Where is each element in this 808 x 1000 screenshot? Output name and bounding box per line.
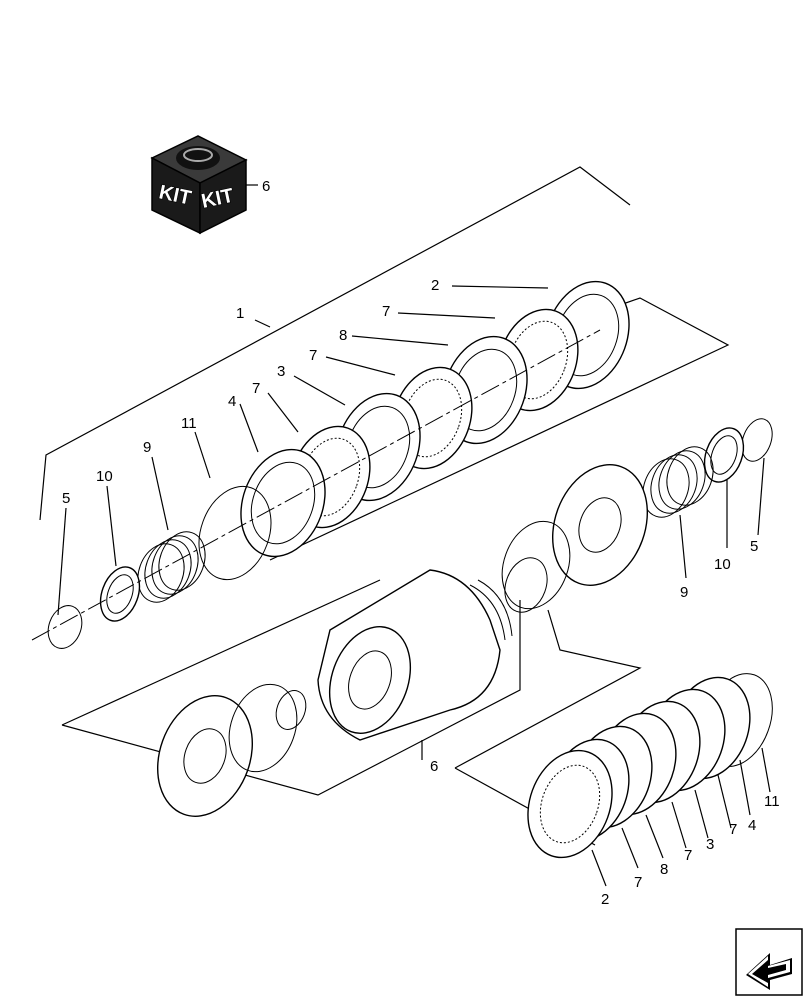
lower-left-piston xyxy=(156,683,307,817)
clutch-hub-housing xyxy=(317,569,513,741)
assembly-1-bracket xyxy=(39,166,631,521)
upper-friction-7c-label: 7 xyxy=(252,380,260,397)
upper-snap-ring-11-label: 11 xyxy=(181,415,197,432)
upper-plate-4-label: 4 xyxy=(228,393,236,410)
lower-plate-8-label: 8 xyxy=(660,861,668,878)
upper-friction-7a-label: 7 xyxy=(382,303,390,320)
lower-friction-7c-label: 7 xyxy=(634,874,642,891)
lower-plate-3-label: 3 xyxy=(706,836,714,853)
upper-spring-9-label: 9 xyxy=(143,439,151,456)
right-retaining-ring-5-label: 5 xyxy=(750,538,758,555)
upper-plate-8-label: 8 xyxy=(339,327,347,344)
assembly-6-label: 6 xyxy=(430,758,438,775)
right-spring-9-label: 9 xyxy=(680,584,688,601)
lower-friction-7b-label: 7 xyxy=(684,847,692,864)
lower-clutch-pack xyxy=(527,673,773,859)
right-side-parts xyxy=(501,418,773,613)
right-washer-10-label: 10 xyxy=(714,556,731,573)
lower-snap-ring-11-label: 11 xyxy=(764,793,780,810)
kit-box-icon: KIT KIT xyxy=(150,135,258,235)
upper-washer-10-label: 10 xyxy=(96,468,113,485)
lower-plate-2-label: 2 xyxy=(601,891,609,908)
upper-clutch-pack xyxy=(31,280,630,649)
upper-plate-2-label: 2 xyxy=(431,277,439,294)
upper-plate-3-label: 3 xyxy=(277,363,285,380)
lower-leader-lines xyxy=(591,747,771,887)
upper-stack-bracket xyxy=(269,297,730,561)
kit-box-right-text: KIT xyxy=(199,185,235,213)
kit-callout-label: 6 xyxy=(262,178,270,195)
assembly-1-label: 1 xyxy=(236,305,244,322)
upper-leader-lines xyxy=(57,285,549,616)
upper-friction-7b-label: 7 xyxy=(309,347,317,364)
next-page-arrow-icon[interactable] xyxy=(735,928,803,996)
upper-retaining-ring-5-label: 5 xyxy=(62,490,70,507)
right-leader-lines xyxy=(679,457,765,579)
lower-plate-4-label: 4 xyxy=(748,817,756,834)
lower-friction-7a-label: 7 xyxy=(729,821,737,838)
